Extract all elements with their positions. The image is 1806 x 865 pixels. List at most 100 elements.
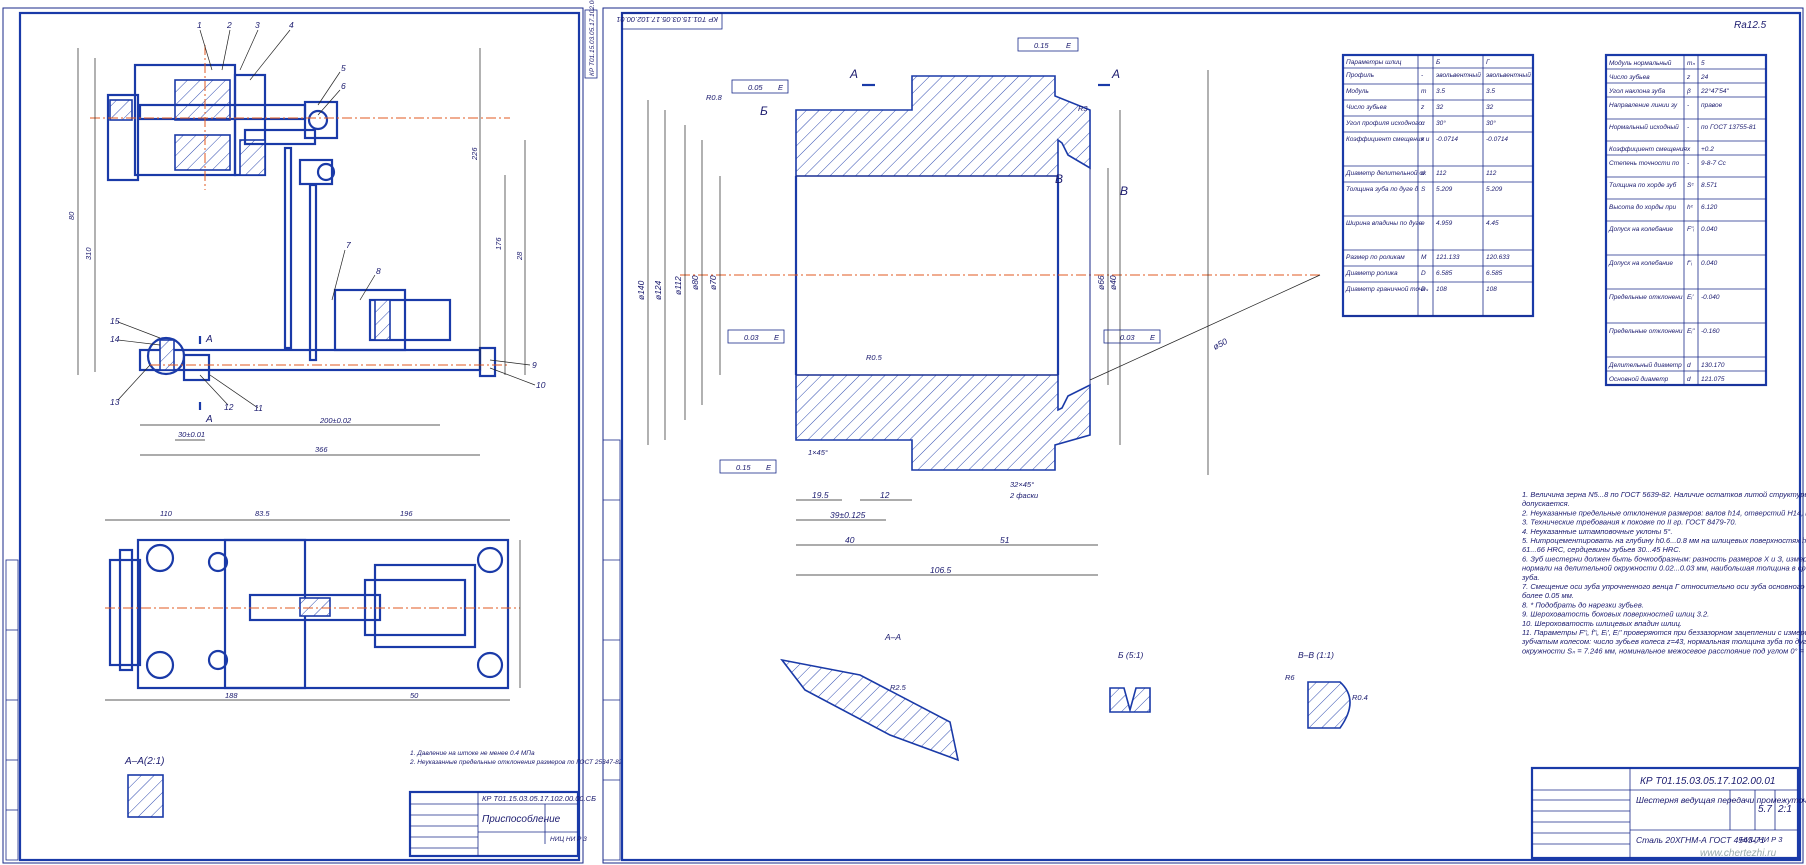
right-sheet: КР Т01.15.03.05.17.102.00.01 Ra12.5 [602,7,1806,864]
gear-cell-11-2: -0.040 [1701,294,1720,301]
position-13: 13 [110,397,120,407]
gear-cell-9-0: Допуск на колебание [1608,225,1673,233]
gear-cell-0-2: 5 [1701,60,1705,67]
tech-note-6-line-3: зуба. [1521,573,1540,582]
gear-cell-5-0: Коэффициент смещения [1609,146,1687,153]
dim-176: 50 [410,691,419,700]
params-cell-4-3: 30° [1486,119,1496,127]
params-cell-8-2: 4.959 [1436,220,1453,227]
right-title: Шестерня ведущая передачи промежуточного… [1636,795,1806,805]
tech-note-1-line-2: допускается. [1522,499,1570,508]
tech-note-6-line-1: 6. Зуб шестерни должен быть бочкообразны… [1522,554,1806,563]
params-cell-4-2: 30° [1436,119,1446,127]
tech-note-3-line-1: 3. Технические требования к поковке по I… [1522,518,1737,527]
tol-frame-5: 0.15 [1034,41,1049,50]
position-6: 6 [341,81,346,91]
radius-r08: R0.8 [706,93,723,102]
gear-cell-8-2: 6.120 [1701,204,1718,211]
gear-cell-8-0: Высота до хорды при [1609,203,1677,211]
position-4: 4 [289,20,294,30]
gear-cell-7-2: 8.571 [1701,182,1718,189]
gear-cell-6-0: Степень точности по [1609,160,1680,167]
dim-310: 80 [67,211,76,220]
left-note-1: 1. Давление на штоке не менее 0.4 МПа [410,750,535,757]
left-title-block: КР Т01.15.03.05.17.102.00.00.СБ Приспосо… [408,790,596,858]
right-stamp-code: КР Т01.15.03.05.17.102.00.01 [1640,776,1775,787]
cut-marker-v-left: В [1055,172,1063,186]
dim-d112: ø112 [673,276,683,295]
params-cell-6-0: Диаметр делительной ок [1345,169,1427,177]
dim-366: 366 [315,445,328,454]
tech-note-4-line-1: 4. Неуказанные штамповочные уклоны 5°. [1522,527,1673,536]
dim-39: 39±0.125 [830,510,866,520]
gear-cell-9-1: F"ᵢ [1687,226,1694,233]
cut-marker-b: Б [760,104,768,118]
dim-d50: ø50 [1211,336,1229,352]
params-cell-10-2: 6.585 [1436,270,1453,277]
params-cell-1-3: эвольвентный [1486,71,1531,79]
chamfer-note: 2 фаски [1009,491,1039,500]
tech-notes: 1. Величина зерна N5...8 по ГОСТ 5639-82… [1521,490,1806,655]
view-label-vv: В–В (1:1) [1298,650,1334,660]
cut-marker-a-right: А [1111,67,1120,81]
gear-cell-4-2: по ГОСТ 13755-81 [1701,124,1756,131]
section-aa-shape [780,658,960,762]
roughness-general: Ra12.5 [1734,20,1767,31]
right-scale: 2:1 [1777,804,1792,815]
gear-cell-3-2: правое [1701,102,1723,109]
right-material: Сталь 20ХГНМ-А ГОСТ 4543-71 [1636,835,1765,845]
right-stamp-rotated: КР Т01.15.03.05.17.102.00.01 [616,15,718,24]
gear-cell-10-0: Допуск на колебание [1608,259,1673,267]
params-cell-6-2: 112 [1436,170,1447,177]
left-stamp-code: КР Т01.15.03.05.17.102.00.00.СБ [482,794,596,803]
tol-frame-3: 0.03 [1120,333,1135,342]
params-cell-5-1: x [1420,136,1425,143]
params-cell-7-3: 5.209 [1486,186,1503,193]
radius-r6: R6 [1285,673,1295,682]
datum-3: Е [1150,333,1156,342]
tech-note-1-line-1: 1. Величина зерна N5...8 по ГОСТ 5639-82… [1522,490,1806,499]
dim-40: 40 [845,535,855,545]
tech-note-11-line-2: зубчатым колесом: число зубьев колеса z=… [1521,637,1806,646]
params-cell-3-3: 32 [1486,104,1494,111]
datum-1: Е [778,83,784,92]
dim-80: 28 [515,251,524,261]
params-cell-0-0: Параметры шлиц [1346,59,1402,66]
left-section-label: А–А(2:1) [124,756,164,767]
gear-cell-6-2: 9-8-7 Сс [1701,160,1727,167]
params-cell-1-1: - [1421,72,1424,79]
radius-r25: R2.5 [890,683,907,692]
dim-51: 51 [1000,535,1010,545]
params-cell-11-1: Dₛ [1421,286,1429,293]
right-org: НИЦ НИ Р 3 [1740,835,1783,844]
params-cell-5-3: -0.0714 [1486,136,1508,143]
params-cell-2-2: 3.5 [1436,88,1445,95]
gear-cell-13-0: Делительный диаметр [1608,361,1682,369]
params-cell-11-2: 108 [1436,286,1447,293]
dim-110: 110 [160,509,173,518]
radius-r04: R0.4 [1352,693,1368,702]
tech-note-10-line-1: 10. Шероховатость шлицевых впадин шлиц. [1522,619,1682,628]
params-cell-9-2: 121.133 [1436,254,1460,261]
params-cell-5-2: -0.0714 [1436,136,1458,143]
dim-50: 226 [470,147,479,161]
dim-chamfer-1: 1×45° [808,448,828,457]
tech-note-7-line-1: 7. Смещение оси зуба упрочненного венца … [1522,582,1806,591]
dim-196: 196 [400,509,413,518]
gear-cell-0-0: Модуль нормальный [1609,59,1672,67]
params-cell-6-3: 112 [1486,170,1497,177]
tech-note-8-line-1: 8. * Подобрать до нарезки зубьев. [1522,600,1644,609]
gear-cell-12-2: -0.160 [1701,328,1720,335]
params-cell-9-0: Размер по роликам [1346,254,1405,261]
params-cell-10-1: D [1421,270,1426,277]
tol-frame-2: 0.03 [744,333,759,342]
gear-cell-2-2: 22°47'54" [1700,87,1730,95]
params-cell-2-0: Модуль [1346,87,1369,95]
params-cell-8-1: e [1421,220,1425,227]
position-leaders: 1 2 3 4 5 6 7 8 9 10 11 12 13 14 15 [110,20,546,413]
position-8: 8 [376,266,381,276]
dim-226: 310 [84,247,93,260]
params-cell-10-3: 6.585 [1486,270,1503,277]
datum-5: Е [1066,41,1072,50]
